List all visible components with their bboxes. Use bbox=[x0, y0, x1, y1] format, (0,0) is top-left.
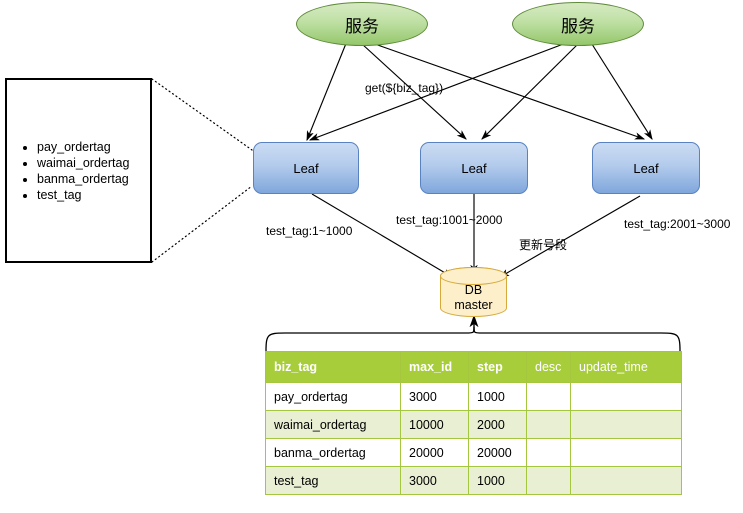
cell-update-time bbox=[570, 438, 682, 467]
column-header-biz-tag[interactable]: biz_tag bbox=[265, 351, 401, 383]
edge-label-update-segment: 更新号段 bbox=[519, 238, 568, 252]
db-cylinder-top bbox=[440, 267, 507, 285]
list-item: banma_ordertag bbox=[37, 171, 129, 187]
service-label: 服务 bbox=[345, 16, 379, 36]
db-label: DB master bbox=[454, 271, 492, 313]
db-master-node[interactable]: DB master bbox=[440, 267, 507, 317]
cell-desc bbox=[526, 410, 571, 439]
service-label: 服务 bbox=[561, 16, 595, 36]
cell-desc bbox=[526, 382, 571, 411]
table-header-row: biz_tag max_id step desc update_time bbox=[265, 351, 682, 383]
cell-desc bbox=[526, 466, 571, 495]
list-item: waimai_ordertag bbox=[37, 155, 129, 171]
table-row: test_tag 3000 1000 bbox=[265, 466, 682, 495]
leaf-node-1[interactable]: Leaf bbox=[253, 142, 359, 194]
cell-step: 2000 bbox=[468, 410, 527, 439]
cell-max-id: 3000 bbox=[400, 382, 469, 411]
db-label-line1: DB bbox=[464, 283, 483, 297]
edge-label-leaf3-segment: test_tag:2001~3000 bbox=[624, 217, 731, 231]
cell-biz-tag: test_tag bbox=[265, 466, 401, 495]
column-header-step[interactable]: step bbox=[468, 351, 527, 383]
cell-biz-tag: banma_ordertag bbox=[265, 438, 401, 467]
service-node-1[interactable]: 服务 bbox=[296, 2, 428, 46]
edge-label-leaf2-segment: test_tag:1001~2000 bbox=[396, 213, 503, 227]
leaf-label: Leaf bbox=[293, 160, 319, 176]
cell-update-time bbox=[570, 410, 682, 439]
list-item: test_tag bbox=[37, 187, 129, 203]
cell-step: 1000 bbox=[468, 466, 527, 495]
table-row: pay_ordertag 3000 1000 bbox=[265, 382, 682, 411]
service-node-2[interactable]: 服务 bbox=[512, 2, 644, 46]
cell-desc bbox=[526, 438, 571, 467]
biz-tag-list: pay_ordertag waimai_ordertag banma_order… bbox=[7, 139, 129, 203]
cell-max-id: 20000 bbox=[400, 438, 469, 467]
column-header-update-time[interactable]: update_time bbox=[570, 351, 682, 383]
leaf-node-3[interactable]: Leaf bbox=[592, 142, 700, 194]
column-header-desc[interactable]: desc bbox=[526, 351, 571, 383]
table-row: banma_ordertag 20000 20000 bbox=[265, 438, 682, 467]
list-item: pay_ordertag bbox=[37, 139, 129, 155]
edge-label-leaf1-segment: test_tag:1~1000 bbox=[266, 224, 353, 238]
db-label-line2: master bbox=[454, 298, 493, 312]
cell-step: 20000 bbox=[468, 438, 527, 467]
cell-update-time bbox=[570, 382, 682, 411]
edge-label-get-call: get(${biz_tag}) bbox=[365, 81, 444, 95]
leaf-label: Leaf bbox=[461, 160, 487, 176]
biz-tag-list-box: pay_ordertag waimai_ordertag banma_order… bbox=[5, 78, 152, 263]
leaf-label: Leaf bbox=[633, 160, 659, 176]
cell-max-id: 10000 bbox=[400, 410, 469, 439]
column-header-max-id[interactable]: max_id bbox=[400, 351, 469, 383]
cell-biz-tag: pay_ordertag bbox=[265, 382, 401, 411]
cell-update-time bbox=[570, 466, 682, 495]
cell-biz-tag: waimai_ordertag bbox=[265, 410, 401, 439]
cell-step: 1000 bbox=[468, 382, 527, 411]
leaf-node-2[interactable]: Leaf bbox=[420, 142, 528, 194]
table-row: waimai_ordertag 10000 2000 bbox=[265, 410, 682, 439]
leaf-alloc-table: biz_tag max_id step desc update_time pay… bbox=[265, 351, 682, 495]
cell-max-id: 3000 bbox=[400, 466, 469, 495]
